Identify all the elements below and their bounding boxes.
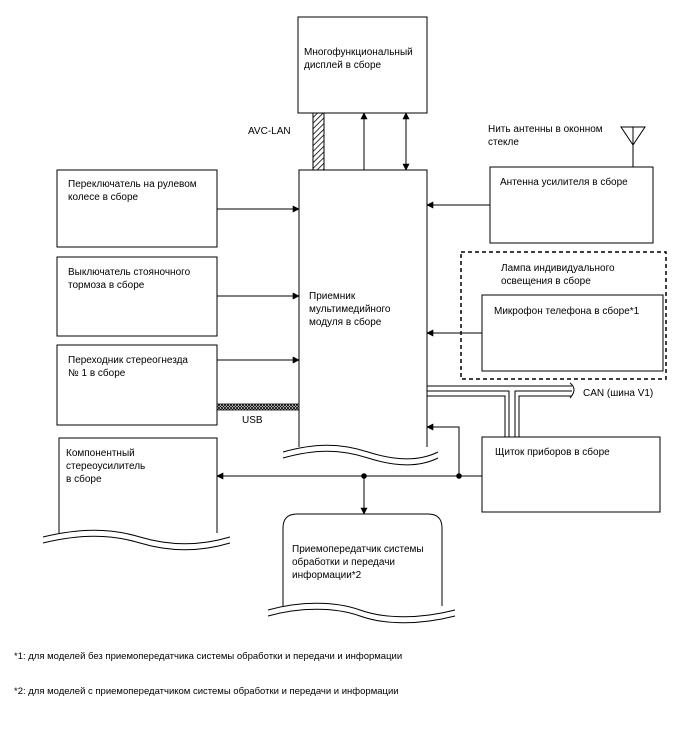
junction-dot (361, 473, 367, 479)
stereo-amp-label: Компонентный стереоусилитель в сборе (66, 448, 146, 485)
can-bus (427, 390, 572, 437)
footnote-2: *2: для моделей с приемопередатчиком сис… (14, 686, 399, 697)
display-label: Многофункциональный дисплей в сборе (304, 47, 413, 71)
stereo-jack-box (56, 344, 218, 426)
instrument-panel-label: Щиток приборов в сборе (495, 447, 610, 458)
antenna-symbol (620, 126, 646, 167)
usb-bus (216, 403, 300, 411)
instrument-panel-box (481, 436, 661, 513)
transceiver-break (267, 602, 456, 618)
footnote-1: *1: для моделей без приемопередатчика си… (14, 651, 403, 662)
avc-lan-label: AVC-LAN (248, 126, 291, 137)
receiver-break (282, 444, 439, 460)
antenna-amp-label: Антенна усилителя в сборе (500, 177, 628, 188)
stereo-amp-box (58, 437, 218, 533)
steering-switch-label: Переключатель на рулевом колесе в сборе (68, 179, 197, 203)
microphone-label: Микрофон телефона в сборе*1 (494, 306, 640, 317)
junction-dot (456, 473, 462, 479)
lamp-group-label: Лампа индивидуального освещения в сборе (501, 263, 615, 287)
lamp-group-box (460, 251, 667, 380)
instrument-feedback-arrow (426, 423, 460, 476)
parking-brake-label: Выключатель стояночного тормоза в сборе (68, 267, 191, 291)
avc-lan-bus (312, 112, 325, 171)
usb-label: USB (242, 415, 263, 426)
stereo-jack-label: Переходник стереогнезда № 1 в сборе (68, 355, 188, 379)
receiver-box (298, 169, 428, 447)
stereo-amp-break (42, 529, 231, 545)
receiver-label: Приемник мультимедийного модуля в сборе (309, 291, 391, 328)
can-label: CAN (шина V1) (583, 388, 654, 399)
antenna-wire-label: Нить антенны в оконном стекле (488, 124, 603, 148)
transceiver-label: Приемопередатчик системы обработки и пер… (292, 544, 424, 581)
